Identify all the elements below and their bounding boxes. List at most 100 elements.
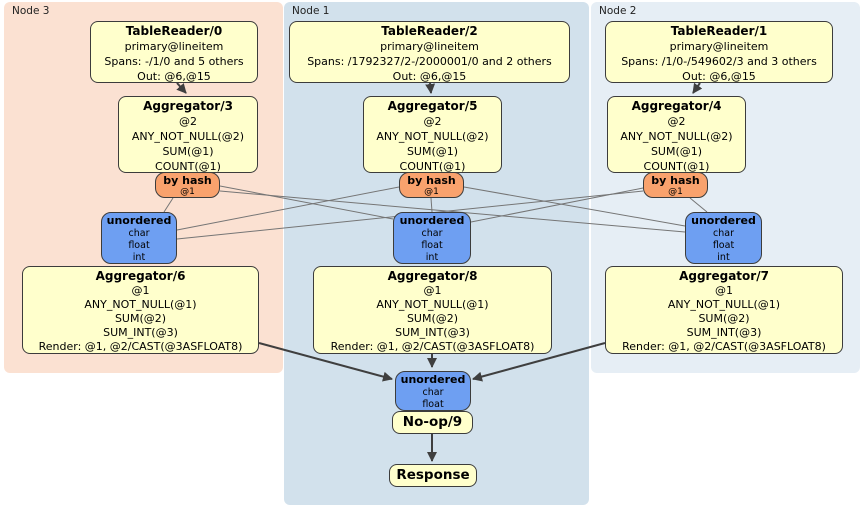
router-row: @1: [424, 187, 439, 197]
edge-r1-s3: [176, 186, 400, 231]
processor-row: SUM(@2): [114, 312, 167, 325]
processor-title: TableReader/0: [125, 24, 223, 38]
processor-row: @1: [131, 284, 150, 297]
sync-unordered-final: unordered char float: [395, 371, 471, 411]
processor-row: SUM(@2): [698, 312, 750, 325]
processor-row: primary@lineitem: [124, 40, 224, 53]
processor-title: TableReader/1: [670, 24, 768, 38]
processor-row: Spans: /1792327/2-/2000001/0 and 2 other…: [307, 55, 552, 68]
processor-row: ANY_NOT_NULL(@1): [376, 298, 489, 311]
sync-row: char: [713, 228, 734, 239]
processor-row: SUM(@1): [406, 145, 459, 158]
processor-row: SUM_INT(@3): [395, 326, 470, 339]
edge-tr0-agg3: [176, 82, 187, 94]
processor-row: @2: [423, 115, 442, 128]
processor-row: primary@lineitem: [669, 40, 769, 53]
sync-row: float: [712, 240, 735, 251]
edge-r3-s1: [219, 185, 394, 220]
processor-row: ANY_NOT_NULL(@2): [620, 130, 733, 143]
sync-row: int: [425, 252, 439, 263]
sync-row: float: [421, 240, 443, 251]
sync-unordered-node3: unordered char float int: [101, 212, 177, 264]
router-row: @1: [180, 187, 195, 197]
processor-title: Aggregator/6: [95, 269, 186, 283]
processor-tablereader-1: TableReader/1 primary@lineitem Spans: /1…: [605, 21, 833, 83]
processor-row: ANY_NOT_NULL(@2): [131, 130, 245, 143]
router-by-hash-node3: by hash @1: [155, 172, 220, 198]
processor-row: ANY_NOT_NULL(@2): [376, 130, 489, 143]
processor-row: COUNT(@1): [399, 160, 466, 173]
processor-row: SUM(@1): [162, 145, 214, 158]
edge-agg6-finalsync: [258, 342, 393, 382]
sync-row: float: [422, 399, 444, 410]
processor-title: Aggregator/8: [387, 269, 478, 283]
processor-row: Out: @6,@15: [682, 70, 756, 83]
processor-aggregator-7: Aggregator/7 @1 ANY_NOT_NULL(@1) SUM(@2)…: [605, 266, 843, 354]
processor-response: Response: [389, 464, 477, 487]
processor-row: Render: @1, @2/CAST(@3ASFLOAT8): [38, 340, 243, 353]
processor-row: Render: @1, @2/CAST(@3ASFLOAT8): [622, 340, 826, 353]
sync-unordered-node2: unordered char float int: [685, 212, 762, 264]
router-title: by hash: [651, 174, 700, 187]
processor-row: @1: [715, 284, 733, 297]
edge-r3-s3: [163, 197, 174, 213]
edge-tr2-agg5: [425, 82, 436, 94]
sync-row: char: [128, 228, 150, 239]
processor-tablereader-2: TableReader/2 primary@lineitem Spans: /1…: [289, 21, 570, 83]
processor-aggregator-8: Aggregator/8 @1 ANY_NOT_NULL(@1) SUM(@2)…: [313, 266, 552, 354]
processor-row: @1: [423, 284, 442, 297]
processor-title: No-op/9: [402, 414, 463, 430]
processor-title: Aggregator/3: [143, 99, 233, 113]
router-by-hash-node2: by hash @1: [643, 172, 708, 198]
processor-row: @2: [667, 115, 686, 128]
processor-row: COUNT(@1): [643, 160, 710, 173]
processor-title: Aggregator/5: [387, 99, 478, 113]
router-by-hash-node1: by hash @1: [399, 172, 464, 198]
processor-row: SUM_INT(@3): [686, 326, 762, 339]
processor-row: SUM_INT(@3): [103, 326, 178, 339]
processor-row: ANY_NOT_NULL(@1): [667, 298, 781, 311]
processor-title: Aggregator/7: [679, 269, 769, 283]
router-title: by hash: [407, 174, 456, 187]
edge-r2-s1: [470, 187, 644, 223]
processor-aggregator-3: Aggregator/3 @2 ANY_NOT_NULL(@2) SUM(@1)…: [118, 96, 258, 173]
sync-unordered-node1: unordered char float int: [393, 212, 471, 264]
processor-noop-9: No-op/9: [392, 411, 473, 434]
sync-row: int: [132, 252, 146, 263]
sync-row: float: [128, 240, 150, 251]
processor-row: Spans: -/1/0 and 5 others: [104, 55, 244, 68]
processor-row: ANY_NOT_NULL(@1): [84, 298, 197, 311]
processor-row: COUNT(@1): [155, 160, 221, 173]
sync-row: char: [422, 387, 444, 398]
router-title: by hash: [163, 174, 212, 187]
edge-r3-s2: [219, 190, 686, 233]
edge-agg7-finalsync: [472, 342, 606, 382]
edge-r1-s1: [430, 197, 433, 213]
processor-title: Aggregator/4: [631, 99, 722, 113]
processor-row: Out: @6,@15: [137, 70, 211, 83]
processor-aggregator-4: Aggregator/4 @2 ANY_NOT_NULL(@2) SUM(@1)…: [607, 96, 746, 173]
processor-tablereader-0: TableReader/0 primary@lineitem Spans: -/…: [90, 21, 258, 83]
processor-row: SUM(@1): [650, 145, 703, 158]
sync-title: unordered: [691, 214, 756, 227]
edge-tr1-agg4: [692, 82, 703, 94]
edge-r2-s2: [689, 197, 708, 213]
processor-row: Spans: /1/0-/549602/3 and 3 others: [621, 55, 817, 68]
sync-title: unordered: [400, 373, 466, 386]
node1-label: Node 1: [292, 5, 330, 17]
processor-row: @2: [179, 115, 197, 128]
processor-row: Out: @6,@15: [392, 70, 467, 83]
router-row: @1: [668, 187, 683, 197]
processor-title: TableReader/2: [381, 24, 478, 38]
processor-row: SUM(@2): [406, 312, 459, 325]
node2-label: Node 2: [599, 5, 637, 17]
node3-label: Node 3: [12, 5, 50, 17]
edge-r1-s2: [463, 186, 686, 227]
sync-title: unordered: [399, 214, 465, 227]
processor-aggregator-6: Aggregator/6 @1 ANY_NOT_NULL(@1) SUM(@2)…: [22, 266, 259, 354]
sync-title: unordered: [106, 214, 172, 227]
processor-row: Render: @1, @2/CAST(@3ASFLOAT8): [330, 340, 535, 353]
processor-aggregator-5: Aggregator/5 @2 ANY_NOT_NULL(@2) SUM(@1)…: [363, 96, 502, 173]
